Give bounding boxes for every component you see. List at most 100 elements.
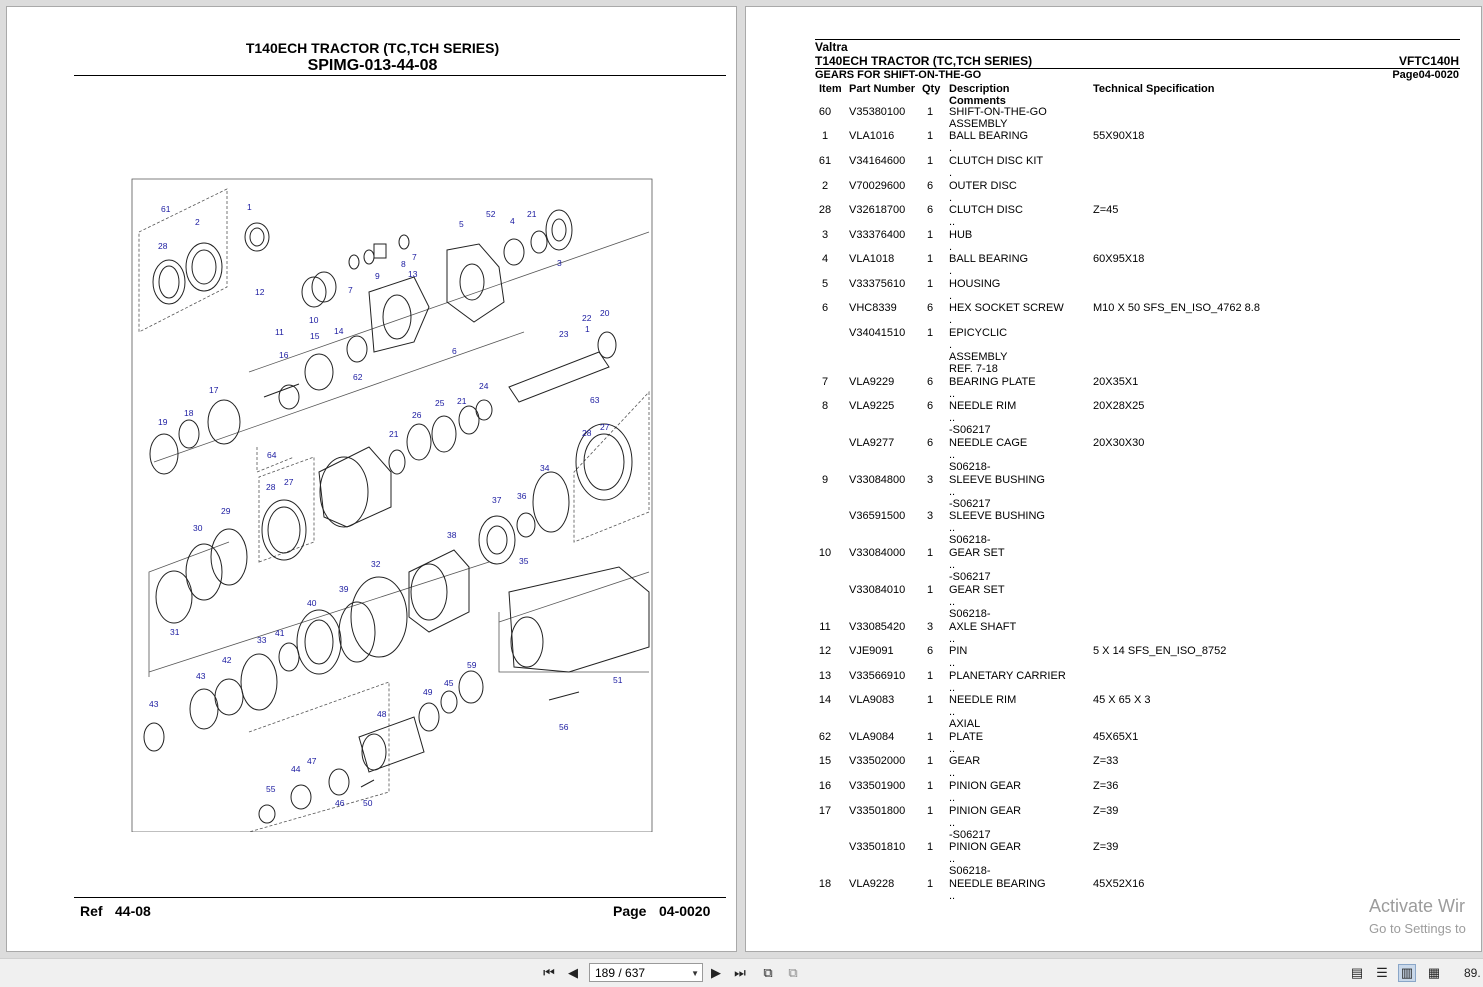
svg-text:16: 16 [279,350,289,360]
description-cell: CLUTCH DISC [949,204,1023,216]
last-page-icon[interactable]: ⏭ [734,965,746,980]
qty-cell: 1 [926,755,934,767]
comment-line: .. [949,743,956,755]
next-page-icon[interactable]: ▶ [711,965,721,980]
svg-text:38: 38 [447,530,457,540]
specification-cell: 20X35X1 [1093,376,1139,388]
top-rule [815,39,1460,40]
part-number-cell: V34164600 [849,155,906,167]
description-cell: OUTER DISC [949,180,1017,192]
comment-line: .. [949,890,956,902]
part-number-cell: VJE9091 [849,645,894,657]
page-reference: Page04-0020 [1392,69,1459,81]
qty-cell: 6 [926,180,934,192]
svg-text:31: 31 [170,627,180,637]
brand: Valtra [815,40,848,54]
column-header-part-number: Part Number [849,83,916,95]
svg-text:59: 59 [467,660,477,670]
part-number-cell: VLA9225 [849,400,895,412]
comment-line: .. [949,216,956,228]
part-number-cell: V70029600 [849,180,906,192]
svg-text:36: 36 [517,491,527,501]
activation-watermark-line1: Activate Wir [1369,896,1466,916]
right-page: Valtra T140ECH TRACTOR (TC,TCH SERIES) V… [745,6,1482,952]
footer-rule [74,897,726,898]
svg-text:15: 15 [310,331,320,341]
qty-cell: 6 [926,204,934,216]
two-page-continuous-view-icon[interactable]: ▦ [1427,965,1441,980]
comment-line: .. [949,388,956,400]
qty-cell: 1 [926,547,934,559]
specification-cell: Z=39 [1093,841,1119,853]
continuous-view-icon[interactable]: ☰ [1376,965,1388,980]
part-number-cell: VLA9084 [849,731,895,743]
description-cell: CLUTCH DISC KIT [949,155,1044,167]
comment-line: .. [949,657,956,669]
comment-line: .. [949,486,956,498]
svg-text:24: 24 [479,381,489,391]
qty-cell: 6 [926,437,934,449]
item-cell: 6 [821,302,829,314]
part-number-cell: V33085420 [849,621,906,633]
part-number-cell: VLA9277 [849,437,895,449]
two-page-view-icon[interactable]: ▥ [1398,964,1416,982]
comment-line: . [949,339,953,351]
qty-cell: 1 [926,106,934,118]
part-number-cell: V34041510 [849,327,906,339]
comment-line: .. [949,767,956,779]
chevron-down-icon[interactable]: ▼ [691,969,699,978]
description-cell: GEAR SET [949,584,1005,596]
specification-cell: Z=39 [1093,805,1119,817]
comment-line: . [949,314,953,326]
svg-text:63: 63 [590,395,600,405]
svg-text:25: 25 [435,398,445,408]
svg-text:43: 43 [196,671,206,681]
rotate-icon[interactable]: ⧉ [763,965,773,980]
comment-line: . [949,192,953,204]
svg-text:3: 3 [557,258,562,268]
first-page-icon[interactable]: ⏮ [543,965,555,980]
comment-line: S06218- [949,461,991,473]
prev-page-icon[interactable]: ◀ [568,965,578,980]
svg-text:52: 52 [486,209,496,219]
svg-text:40: 40 [307,598,317,608]
title-rule [74,75,726,76]
comment-line: -S06217 [949,571,991,583]
single-page-view-icon[interactable]: ▤ [1350,965,1364,980]
left-page-code: SPIMG-013-44-08 [307,57,438,74]
specification-cell: 20X30X30 [1093,437,1145,449]
item-cell: 60 [818,106,832,118]
description-cell: BALL BEARING [949,253,1029,265]
column-header-comments: Comments [949,95,1006,107]
comment-line: . [949,290,953,302]
description-cell: AXLE SHAFT [949,621,1017,633]
zoom-level[interactable]: 89. [1464,966,1481,980]
specification-cell: 45X65X1 [1093,731,1139,743]
comment-line: . [949,167,953,179]
qty-cell: 1 [926,731,934,743]
comment-line: .. [949,522,956,534]
footer-ref-value: 44-08 [115,903,151,919]
comment-line: .. [949,412,956,424]
qty-cell: 1 [926,155,934,167]
svg-text:62: 62 [353,372,363,382]
part-number-cell: V33566910 [849,670,906,682]
page-number-input[interactable]: 189 / 637 ▼ [589,963,703,982]
extract-icon[interactable]: ⧉ [788,965,798,980]
qty-cell: 1 [926,229,934,241]
qty-cell: 3 [926,474,934,486]
svg-text:5: 5 [459,219,464,229]
svg-text:29: 29 [221,506,231,516]
comment-line: . [949,142,953,154]
comment-line: .. [949,633,956,645]
part-number-cell: VHC8339 [849,302,897,314]
item-cell: 28 [818,204,832,216]
svg-text:12: 12 [255,287,265,297]
qty-cell: 3 [926,510,934,522]
footer-ref-label: Ref [80,903,103,919]
svg-text:17: 17 [209,385,219,395]
specification-cell: 55X90X18 [1093,130,1145,142]
svg-text:6: 6 [452,346,457,356]
svg-text:43: 43 [149,699,159,709]
qty-cell: 6 [926,376,934,388]
